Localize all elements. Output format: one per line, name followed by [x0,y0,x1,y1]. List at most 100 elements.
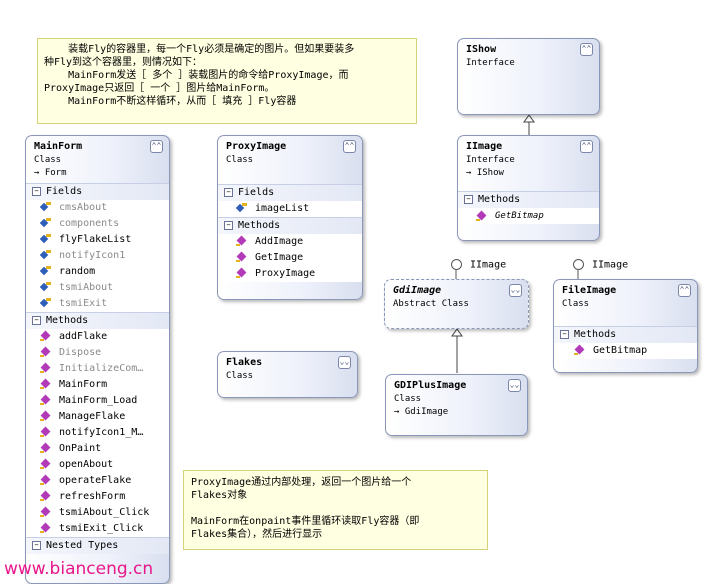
method-icon [40,363,52,373]
class-name: FileImage [562,285,617,296]
collapse-up-icon[interactable]: ⌃⌃ [678,284,691,297]
section-fields[interactable]: −Fields [218,184,362,201]
collapse-down-icon[interactable]: ⌄⌄ [509,284,522,297]
class-gdiimage[interactable]: GdiImage Abstract Class ⌄⌄ [384,279,529,329]
class-name: MainForm [34,141,83,152]
collapse-up-icon[interactable]: ⌃⌃ [580,140,593,153]
class-mainform[interactable]: MainForm Class → Form ⌃⌃ −Fields cmsAbou… [25,135,170,584]
section-toggle-icon[interactable]: − [464,194,473,204]
method-icon [40,507,52,517]
section-methods[interactable]: −Methods [218,217,362,234]
interface-lollipop-icon [451,259,462,270]
list-item[interactable]: ProxyImage [218,266,362,282]
class-iimage[interactable]: IImage Interface → IShow ⌃⌃ −Methods Get… [457,135,600,241]
list-item[interactable]: OnPaint [26,441,169,457]
inheritance-arrow-ishow [523,114,535,123]
section-toggle-icon[interactable]: − [32,540,41,550]
list-item[interactable]: GetBitmap [554,343,697,359]
list-item[interactable]: cmsAbout [26,200,169,216]
class-ishow[interactable]: IShow Interface ⌃⌃ [457,38,600,115]
section-toggle-icon[interactable]: − [32,186,41,196]
list-item[interactable]: notifyIcon1 [26,248,169,264]
class-name: GdiImage [393,285,442,296]
class-stereotype: Class [562,299,590,309]
method-icon [40,347,52,357]
list-item[interactable]: ManageFlake [26,409,169,425]
section-toggle-icon[interactable]: − [32,315,41,325]
method-icon [40,491,52,501]
class-base: → IShow [466,168,504,178]
section-methods[interactable]: −Methods [554,326,697,343]
list-item[interactable]: refreshForm [26,489,169,505]
class-gdiplusimage[interactable]: GDIPlusImage Class → GdiImage ⌄⌄ [385,374,528,436]
method-icon [40,523,52,533]
field-icon [40,266,52,276]
list-item[interactable]: MainForm_Load [26,393,169,409]
method-icon [574,345,586,355]
method-icon [40,379,52,389]
list-item[interactable]: Dispose [26,345,169,361]
class-proxyimage[interactable]: ProxyImage Class ⌃⌃ −Fields imageList −M… [217,135,363,300]
class-fileimage[interactable]: FileImage Class ⌃⌃ −Methods GetBitmap [553,279,698,373]
field-icon [40,234,52,244]
section-methods[interactable]: −Methods [26,312,169,329]
class-flakes[interactable]: Flakes Class ⌄⌄ [217,351,358,398]
field-icon [40,282,52,292]
list-item[interactable]: imageList [218,201,362,217]
list-item[interactable]: operateFlake [26,473,169,489]
list-item[interactable]: addFlake [26,329,169,345]
inherit-arrow-icon: → [466,168,472,178]
class-stereotype: Class [226,155,254,165]
class-stereotype: Class [34,155,62,165]
list-item[interactable]: random [26,264,169,280]
method-icon [476,211,488,221]
inherit-arrow-icon: → [394,407,400,417]
class-name: GDIPlusImage [394,380,467,391]
interface-lollipop-icon [573,259,584,270]
inherit-arrow-icon: → [34,168,40,178]
list-item[interactable]: flyFlakeList [26,232,169,248]
collapse-down-icon[interactable]: ⌄⌄ [508,379,521,392]
list-item[interactable]: MainForm [26,377,169,393]
class-name: ProxyImage [226,141,287,152]
collapse-down-icon[interactable]: ⌄⌄ [338,356,351,369]
watermark: www.bianceng.cn [4,559,154,579]
method-icon [236,236,248,246]
list-item[interactable]: GetBitmap [458,208,599,224]
section-fields[interactable]: −Fields [26,183,169,200]
list-item[interactable]: tsmiExit_Click [26,521,169,537]
note-top: 装载Fly的容器里，每一个Fly必须是确定的图片。但如果要装多 种Fly到这个容… [37,38,417,124]
method-icon [40,459,52,469]
method-icon [40,395,52,405]
collapse-up-icon[interactable]: ⌃⌃ [150,140,163,153]
list-item[interactable]: openAbout [26,457,169,473]
field-icon [40,298,52,308]
class-stereotype: Class [226,371,254,381]
list-item[interactable]: components [26,216,169,232]
list-item[interactable]: tsmiExit [26,296,169,312]
class-stereotype: Abstract Class [393,299,469,309]
collapse-up-icon[interactable]: ⌃⌃ [343,140,356,153]
lollipop-iimage-gdiimage: IImage [451,259,506,272]
class-name: Flakes [226,357,263,368]
section-toggle-icon[interactable]: − [224,187,233,197]
section-toggle-icon[interactable]: − [560,329,569,339]
section-toggle-icon[interactable]: − [224,220,233,230]
class-stereotype: Class [394,394,422,404]
collapse-up-icon[interactable]: ⌃⌃ [580,43,593,56]
lollipop-iimage-fileimage: IImage [573,259,628,272]
section-methods[interactable]: −Methods [458,191,599,208]
list-item[interactable]: notifyIcon1_M… [26,425,169,441]
list-item[interactable]: InitializeCom… [26,361,169,377]
list-item[interactable]: GetImage [218,250,362,266]
list-item[interactable]: tsmiAbout_Click [26,505,169,521]
class-stereotype: Interface [466,155,515,165]
method-icon [40,427,52,437]
list-item[interactable]: AddImage [218,234,362,250]
list-item[interactable]: tsmiAbout [26,280,169,296]
section-nested-types[interactable]: −Nested Types [26,537,169,554]
class-name: IImage [466,141,503,152]
note-bottom: ProxyImage通过内部处理，返回一个图片给一个 Flakes对象 Main… [183,470,488,550]
field-icon [236,203,248,213]
